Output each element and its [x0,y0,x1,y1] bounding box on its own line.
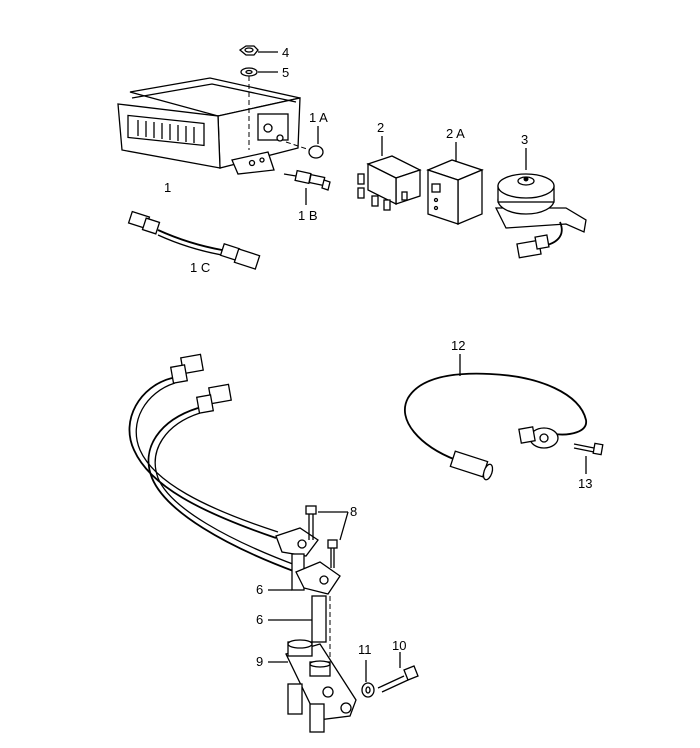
callout-13: 13 [578,476,592,491]
control-unit-part [117,77,301,175]
callout-1: 1 [164,180,171,195]
washer-small-part [361,682,375,698]
bolt-sensor-part [573,442,604,456]
relay-part [357,155,422,211]
callout-4: 4 [282,45,289,60]
bolt-long-part [377,665,419,693]
washer-part [240,67,258,77]
callout-3: 3 [521,132,528,147]
harness-part [127,210,261,270]
callout-1B: 1 B [298,208,318,223]
callout-10: 10 [392,638,406,653]
grommet-part [308,145,324,159]
callout-2A: 2 A [446,126,465,141]
callout-1A: 1 A [309,110,328,125]
actuator-part [494,173,587,259]
sensor-harness-group [128,353,341,643]
callout-5: 5 [282,65,289,80]
callout-11: 11 [358,642,372,657]
mounting-bracket-part [285,639,357,733]
callout-9: 9 [256,654,263,669]
probe-part [283,169,331,191]
callout-6-upper: 6 [256,582,263,597]
callout-1C: 1 C [190,260,210,275]
connector-pins [137,120,195,143]
nut-part [238,45,259,56]
bolt-part [305,505,338,568]
callout-8: 8 [350,504,357,519]
callout-2: 2 [377,120,384,135]
module-part [426,159,484,225]
callout-12: 12 [451,338,465,353]
callout-6-lower: 6 [256,612,263,627]
knock-sensor-part [404,372,587,481]
